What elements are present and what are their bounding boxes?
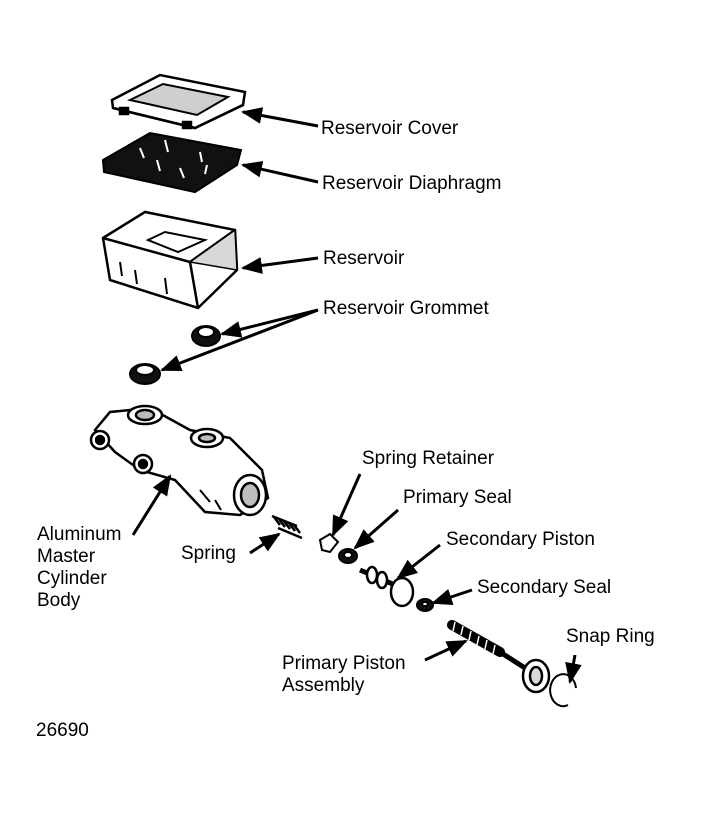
label-primary-seal: Primary Seal <box>403 487 512 508</box>
arrow-secondary-seal <box>431 588 473 605</box>
arrow-body <box>131 474 172 536</box>
arrow-primary-seal <box>353 508 399 550</box>
label-cylinder-body-line: Aluminum <box>37 524 122 545</box>
label-cylinder-body-line: Body <box>37 590 81 611</box>
arrow-grommet-lower <box>160 308 319 372</box>
label-primary-piston-line: Primary Piston <box>282 653 406 674</box>
arrow-grommet-upper <box>219 308 319 338</box>
label-spring: Spring <box>181 543 236 564</box>
reservoir-cover-part <box>110 73 247 130</box>
reservoir-grommet-part <box>129 325 221 385</box>
arrow-spring-retainer <box>331 473 362 537</box>
spring-part <box>271 514 303 540</box>
label-reservoir-grommet: Reservoir Grommet <box>323 298 489 319</box>
label-secondary-seal: Secondary Seal <box>477 577 612 598</box>
primary-piston-part <box>447 620 551 694</box>
arrow-primary-piston <box>424 639 468 662</box>
snap-ring-part <box>549 673 577 708</box>
secondary-piston-part <box>359 565 415 608</box>
label-spring-retainer: Spring Retainer <box>362 448 495 469</box>
label-secondary-piston: Secondary Piston <box>446 529 595 550</box>
label-reservoir: Reservoir <box>323 248 405 269</box>
arrow-reservoir <box>240 256 319 274</box>
reservoir-part <box>101 210 239 310</box>
label-primary-piston-line: Assembly <box>282 675 365 696</box>
figure-number: 26690 <box>36 720 89 741</box>
arrow-spring <box>249 532 281 555</box>
label-snap-ring: Snap Ring <box>566 626 655 647</box>
label-reservoir-cover: Reservoir Cover <box>321 118 459 139</box>
leader-arrows <box>131 107 582 685</box>
label-reservoir-diaphragm: Reservoir Diaphragm <box>322 173 502 194</box>
arrow-secondary-piston <box>396 543 441 580</box>
arrow-snap-ring <box>565 654 582 685</box>
label-cylinder-body: Aluminum Master Cylinder Body <box>37 524 121 612</box>
reservoir-diaphragm-part <box>101 131 243 194</box>
primary-seal-part <box>338 548 358 564</box>
arrow-reservoir-diaphragm <box>240 160 319 184</box>
label-cylinder-body-line: Cylinder <box>37 568 107 589</box>
secondary-seal-part <box>416 598 434 612</box>
arrow-reservoir-cover <box>240 107 319 128</box>
spring-retainer-part <box>318 532 340 554</box>
label-primary-piston-assembly: Primary Piston Assembly <box>282 653 406 697</box>
cylinder-body-part <box>89 404 270 517</box>
label-cylinder-body-line: Master <box>37 546 96 567</box>
